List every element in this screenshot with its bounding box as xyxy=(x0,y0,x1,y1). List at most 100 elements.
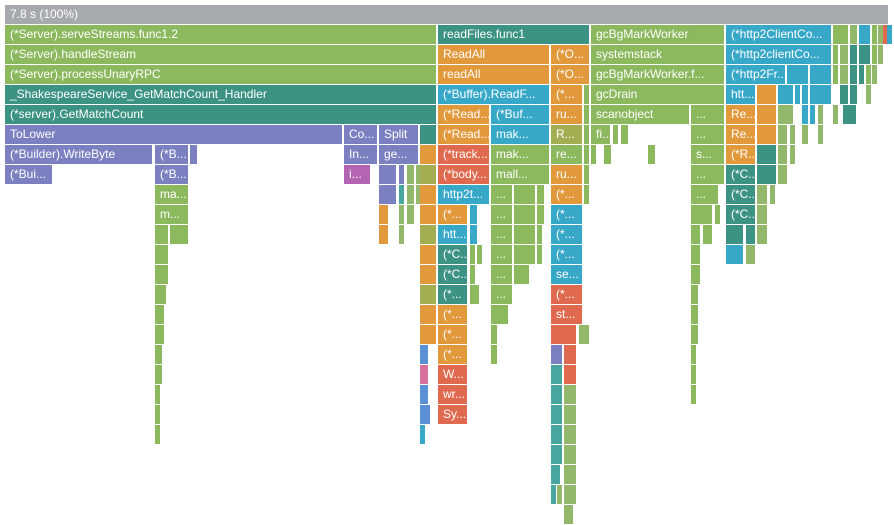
frame-block[interactable] xyxy=(420,425,426,445)
frame-block[interactable] xyxy=(818,105,824,125)
frame-[interactable]: ... xyxy=(491,185,513,205)
frame-s[interactable]: s... xyxy=(691,145,725,165)
frame-server-servestreams-func1-2[interactable]: (*Server).serveStreams.func1.2 xyxy=(5,25,437,45)
frame-block[interactable] xyxy=(757,105,777,125)
frame-block[interactable] xyxy=(551,365,563,385)
frame-c[interactable]: (*C... xyxy=(726,205,756,225)
frame-[interactable]: (*... xyxy=(551,225,583,245)
frame-i[interactable]: i... xyxy=(344,165,371,185)
frame-block[interactable] xyxy=(584,165,590,185)
frame-block[interactable] xyxy=(887,25,893,45)
frame-block[interactable] xyxy=(155,225,169,245)
frame-block[interactable] xyxy=(470,265,476,285)
frame-block[interactable] xyxy=(420,385,429,405)
frame-block[interactable] xyxy=(691,265,701,285)
frame-block[interactable] xyxy=(470,225,478,245)
frame-read[interactable]: (*Read... xyxy=(438,105,490,125)
frame-block[interactable] xyxy=(810,105,816,125)
frame-block[interactable] xyxy=(746,245,756,265)
frame-block[interactable] xyxy=(810,65,832,85)
frame-builder-writebyte[interactable]: (*Builder).WriteByte xyxy=(5,145,153,165)
frame-block[interactable] xyxy=(155,245,169,265)
frame-mall[interactable]: mall... xyxy=(491,165,550,185)
frame-htt[interactable]: htt... xyxy=(438,225,468,245)
frame-block[interactable] xyxy=(757,125,777,145)
frame-block[interactable] xyxy=(399,185,405,205)
frame-block[interactable] xyxy=(420,205,437,225)
frame-block[interactable] xyxy=(648,145,656,165)
frame-in[interactable]: In... xyxy=(344,145,378,165)
frame-block[interactable] xyxy=(564,485,577,505)
frame-block[interactable] xyxy=(757,185,768,205)
frame-[interactable]: (*... xyxy=(438,285,468,305)
frame-[interactable]: ... xyxy=(491,205,513,225)
frame-block[interactable] xyxy=(757,225,768,245)
frame-block[interactable] xyxy=(859,65,865,85)
frame-block[interactable] xyxy=(564,505,574,525)
frame-block[interactable] xyxy=(778,85,794,105)
frame-block[interactable] xyxy=(514,205,536,225)
frame-block[interactable] xyxy=(420,125,437,145)
frame-[interactable]: ... xyxy=(491,245,513,265)
frame-block[interactable] xyxy=(787,65,809,85)
frame-block[interactable] xyxy=(379,185,397,205)
frame-block[interactable] xyxy=(850,65,858,85)
frame-block[interactable] xyxy=(790,125,796,145)
frame-se[interactable]: se... xyxy=(551,265,583,285)
frame-readall[interactable]: ReadAll xyxy=(438,45,550,65)
frame-block[interactable] xyxy=(399,225,405,245)
frame-block[interactable] xyxy=(470,205,478,225)
frame-c[interactable]: (*C... xyxy=(438,245,468,265)
frame-block[interactable] xyxy=(584,85,590,105)
frame-block[interactable] xyxy=(757,85,777,105)
frame-body[interactable]: (*body... xyxy=(438,165,490,185)
frame-buffer-readf[interactable]: (*Buffer).ReadF... xyxy=(438,85,550,105)
frame-block[interactable] xyxy=(691,305,699,325)
frame-block[interactable] xyxy=(778,125,788,145)
frame-shakespeareservice-getmatchcount-handler[interactable]: _ShakespeareService_GetMatchCount_Handle… xyxy=(5,85,437,105)
frame-block[interactable] xyxy=(691,225,701,245)
frame-block[interactable] xyxy=(155,405,161,425)
frame-block[interactable] xyxy=(564,405,577,425)
frame-block[interactable] xyxy=(564,385,577,405)
frame-block[interactable] xyxy=(420,365,429,385)
frame-block[interactable] xyxy=(155,385,161,405)
root-total[interactable]: 7.8 s (100%) xyxy=(5,5,888,25)
frame-block[interactable] xyxy=(551,465,561,485)
frame-block[interactable] xyxy=(537,205,545,225)
frame-block[interactable] xyxy=(155,425,161,445)
frame-re[interactable]: Re... xyxy=(726,105,756,125)
frame-ma[interactable]: ma... xyxy=(155,185,189,205)
frame-[interactable]: ... xyxy=(691,125,725,145)
frame-block[interactable] xyxy=(833,105,839,125)
frame-block[interactable] xyxy=(604,145,612,165)
frame-block[interactable] xyxy=(584,325,590,345)
frame-block[interactable] xyxy=(514,185,536,205)
frame-fi[interactable]: fi... xyxy=(591,125,611,145)
frame-block[interactable] xyxy=(715,205,721,225)
frame-c[interactable]: (*C... xyxy=(438,265,468,285)
frame-block[interactable] xyxy=(770,185,776,205)
frame-block[interactable] xyxy=(399,165,405,185)
frame-block[interactable] xyxy=(420,265,437,285)
frame-block[interactable] xyxy=(840,45,849,65)
frame-[interactable]: (*... xyxy=(551,85,583,105)
frame-block[interactable] xyxy=(564,365,577,385)
frame-block[interactable] xyxy=(778,165,788,185)
frame-[interactable]: ... xyxy=(691,105,725,125)
frame-block[interactable] xyxy=(514,225,536,245)
frame-block[interactable] xyxy=(859,45,871,65)
frame-[interactable]: (*... xyxy=(438,345,468,365)
frame-mak[interactable]: mak... xyxy=(491,145,550,165)
frame-block[interactable] xyxy=(420,145,437,165)
frame-readall[interactable]: readAll xyxy=(438,65,550,85)
frame-block[interactable] xyxy=(491,325,498,345)
frame-block[interactable] xyxy=(477,245,483,265)
frame-block[interactable] xyxy=(872,65,878,85)
frame-block[interactable] xyxy=(399,205,405,225)
frame-block[interactable] xyxy=(425,405,431,425)
frame-block[interactable] xyxy=(613,125,619,145)
frame-block[interactable] xyxy=(872,25,878,45)
frame-block[interactable] xyxy=(850,25,858,45)
frame-block[interactable] xyxy=(183,225,189,245)
